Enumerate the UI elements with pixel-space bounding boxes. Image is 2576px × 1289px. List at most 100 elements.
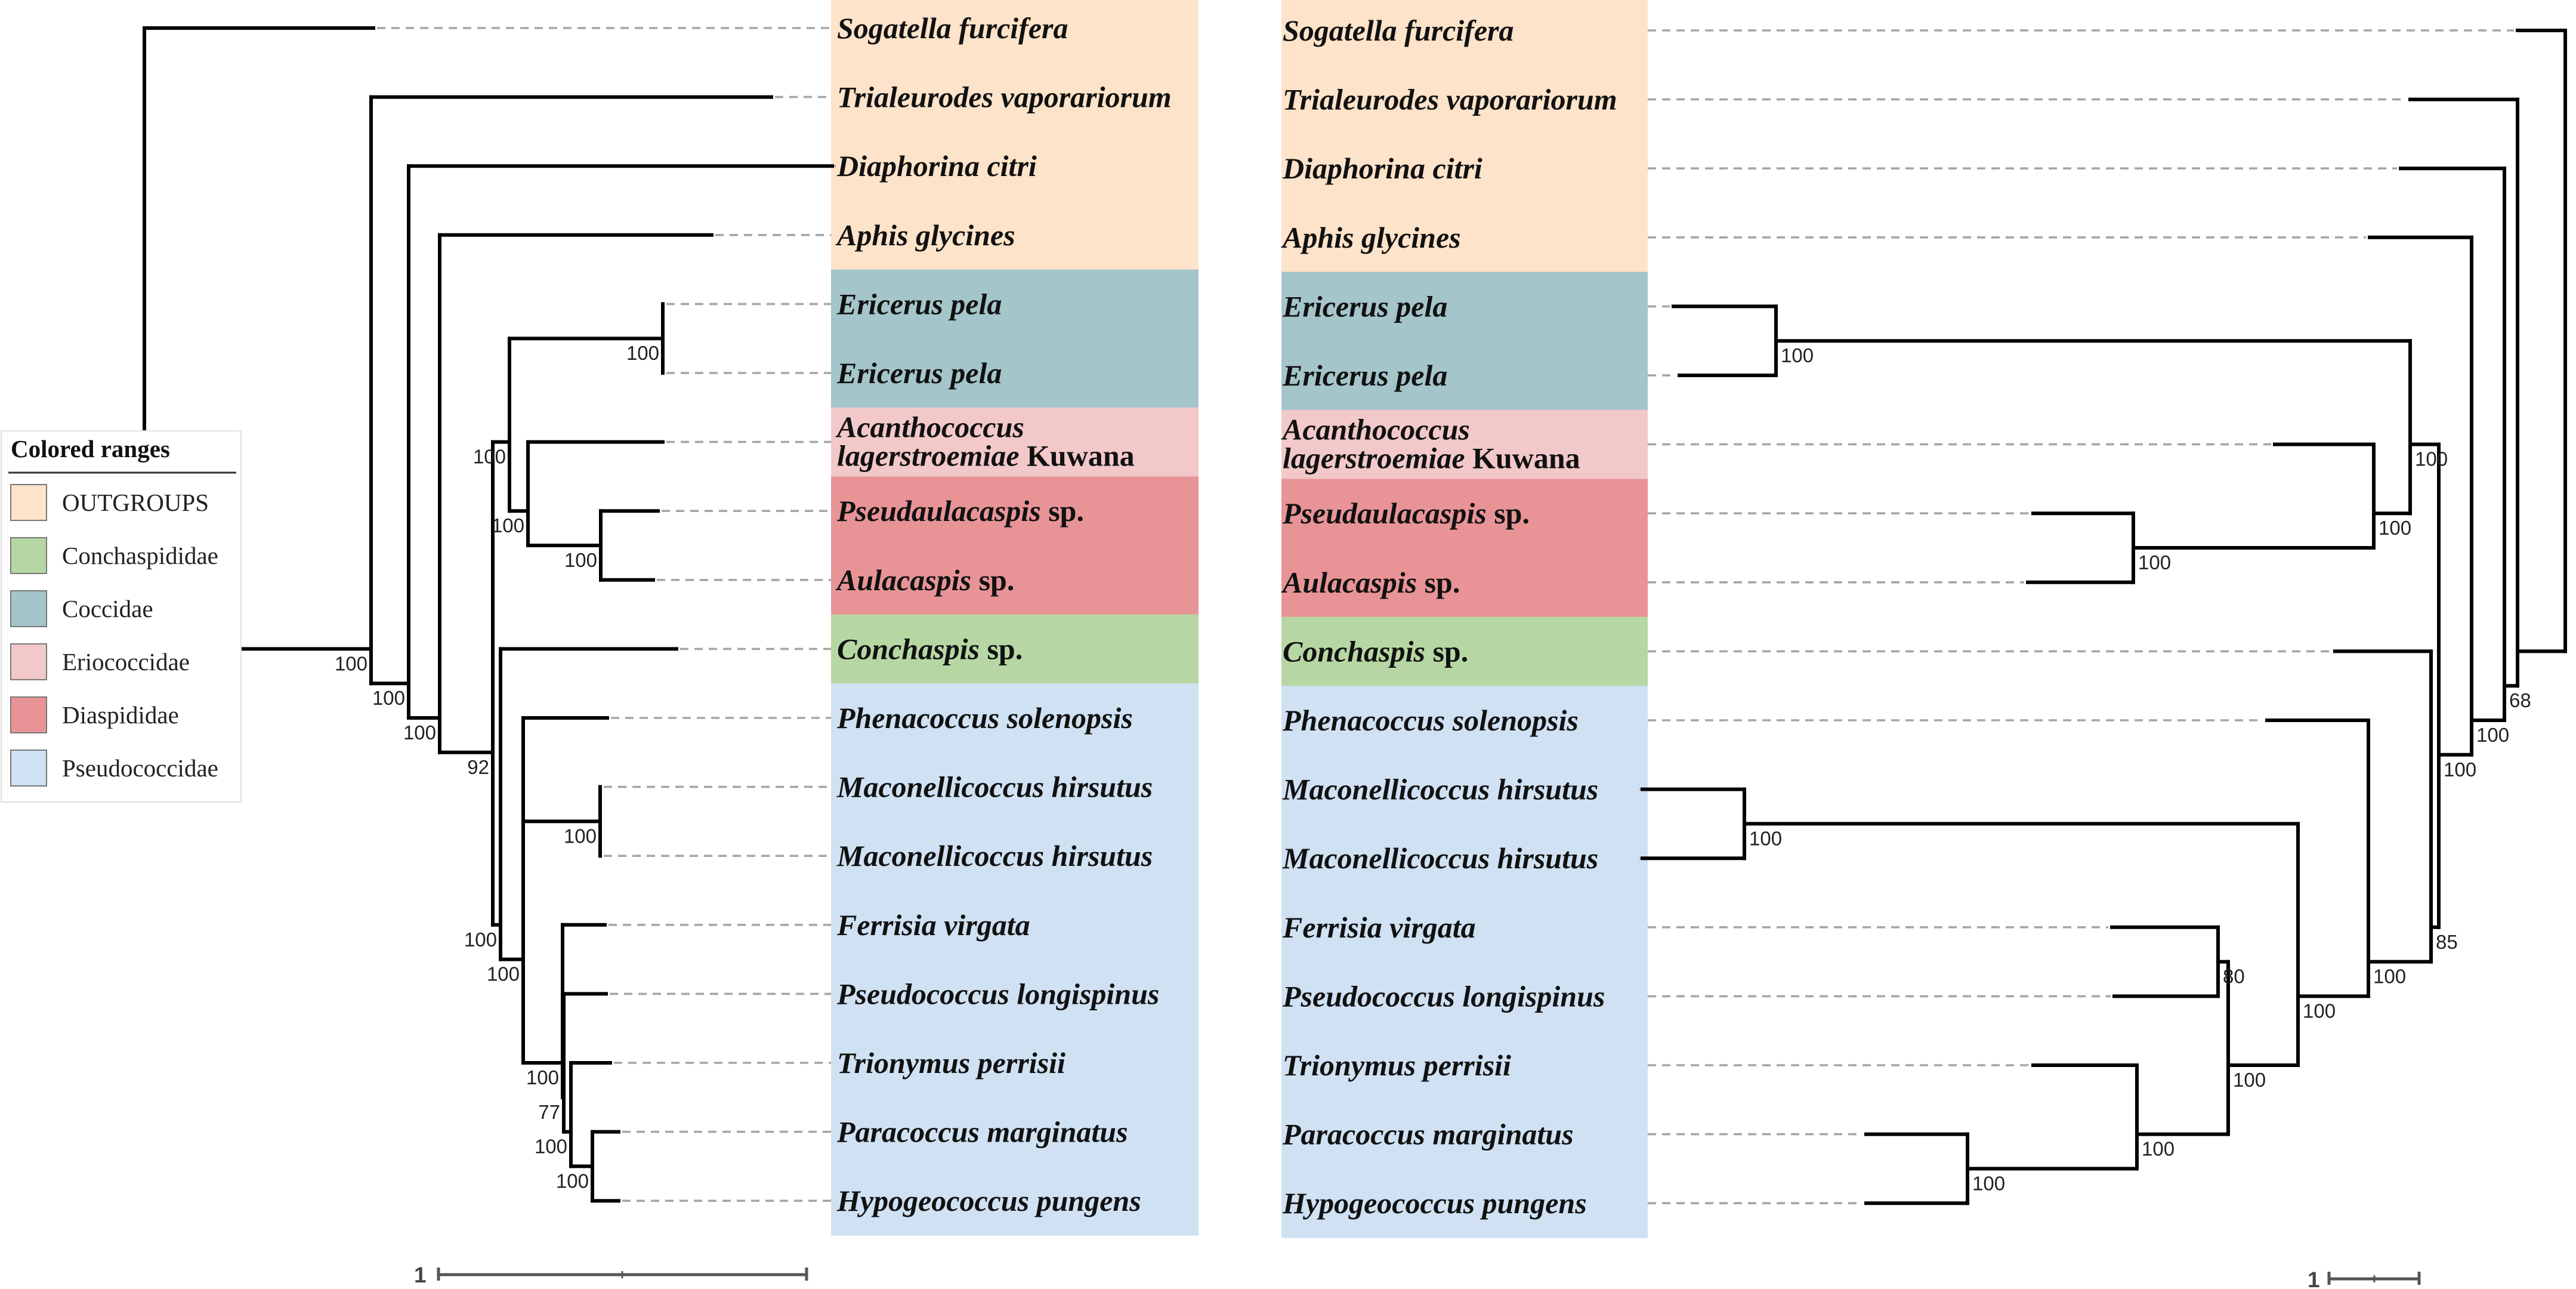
right-band-eriococcidae [1281,409,1648,479]
left-taxon-label-6: Acanthococcus [835,411,1024,444]
left-taxon-label-15: Trionymus perrisii [837,1046,1065,1080]
right-support-m3: 68 [2509,689,2531,711]
right-support-m15: 80 [2223,966,2245,988]
right-support-m5: 100 [2444,758,2476,781]
right-taxon-label-12: Maconellicoccus hirsutus [1282,841,1598,875]
right-taxon-label-11: Maconellicoccus hirsutus [1282,773,1598,806]
right-support-m17: 100 [1972,1172,2005,1194]
left-band-eriococcidae [831,407,1199,477]
legend-label-conchaspididae: Conchaspididae [62,542,218,569]
right-taxon-label-10: Phenacoccus solenopsis [1282,704,1579,737]
right-support-m6: 100 [2415,448,2448,470]
colored-ranges-legend: Colored ranges OUTGROUPS ConchaspididaeCo… [1,430,242,803]
right-support-m16: 100 [2142,1138,2175,1160]
right-band-pseudococcidae [1281,686,1648,1238]
right-taxon-label-9: Conchaspis sp. [1283,634,1468,668]
right-band-coccidae [1281,272,1648,411]
left-taxon-label-4: Ericerus pela [836,287,1002,320]
right-support-m13: 100 [1749,827,1782,849]
left-taxon-label-6-line2: lagerstroemiae Kuwana [837,439,1135,473]
right-taxon-label-6-line2: lagerstroemiae Kuwana [1283,442,1580,475]
left-support-n7: 100 [626,342,659,364]
left-taxon-label-0: Sogatella furcifera [837,11,1068,45]
left-taxon-label-16: Paracoccus marginatus [836,1115,1128,1149]
left-taxon-label-14: Pseudococcus longispinus [836,977,1159,1010]
left-taxon-label-11: Maconellicoccus hirsutus [836,770,1153,804]
legend-swatch-conchaspididae [10,537,47,574]
right-band-conchaspididae [1281,616,1648,686]
scale-bars: 1 1 [414,1263,2421,1289]
right-band-outgroups [1281,0,1648,273]
left-band-coccidae [831,269,1199,408]
left-taxon-label-1: Trialeurodes vaporariorum [837,81,1172,114]
legend-label-outgroups: OUTGROUPS [62,489,209,516]
right-support-m9: 100 [2138,551,2171,573]
right-taxon-label-15: Trionymus perrisii [1283,1049,1511,1082]
right-taxon-label-5: Ericerus pela [1282,359,1447,392]
right-taxon-label-7: Pseudaulacaspis sp. [1282,497,1530,530]
right-taxon-label-16: Paracoccus marginatus [1282,1118,1574,1151]
left-support-n6: 100 [473,446,506,468]
left-taxon-label-3: Aphis glycines [835,218,1015,252]
left-support-n4: 100 [403,721,436,744]
colored-range-bands [831,0,1648,1238]
right-scale-label: 1 [2308,1268,2320,1289]
right-taxon-label-2: Diaphorina citri [1282,152,1482,185]
left-support-n15: 100 [535,1136,567,1158]
left-band-diaspididae [831,476,1199,615]
right-support-m8: 100 [2379,517,2411,539]
left-taxon-label-8: Aulacaspis sp. [835,563,1014,597]
left-taxon-label-5: Ericerus pela [836,356,1002,390]
legend-label-pseudococcidae: Pseudococcidae [62,754,218,782]
left-support-n5: 92 [467,756,489,778]
legend-swatch-diaspididae [10,696,47,733]
legend-swatch-eriococcidae [10,643,47,680]
left-support-n9: 100 [564,549,597,571]
left-support-n12: 100 [564,825,597,847]
right-band-diaspididae [1281,479,1648,618]
tree-branches [9,26,2567,1205]
legend-swatch-pseudococcidae [10,750,47,787]
right-support-m14: 100 [2233,1069,2266,1091]
left-taxon-label-12: Maconellicoccus hirsutus [836,839,1153,872]
left-taxon-label-13: Ferrisia virgata [836,908,1030,942]
left-support-n13: 100 [526,1066,559,1088]
left-taxon-label-17: Hypogeococcus pungens [836,1184,1141,1217]
right-taxon-label-14: Pseudococcus longispinus [1282,979,1605,1013]
right-taxon-label-3: Aphis glycines [1281,221,1461,254]
left-band-pseudococcidae [831,683,1199,1236]
legend-label-diaspididae: Diaspididae [62,701,179,729]
left-band-conchaspididae [831,614,1199,684]
left-taxon-label-10: Phenacoccus solenopsis [836,701,1133,735]
right-taxon-label-17: Hypogeococcus pungens [1282,1186,1587,1220]
right-support-m7: 100 [1781,344,1814,366]
legend-items: OUTGROUPSConchaspididaeCoccidaeEriococci… [10,484,218,787]
left-taxon-label-9: Conchaspis sp. [837,632,1023,665]
legend-title: Colored ranges [11,435,170,462]
right-taxon-label-0: Sogatella furcifera [1283,14,1514,47]
left-support-n3: 100 [372,687,405,709]
left-support-n11: 100 [487,963,520,985]
legend-swatch-outgroups [10,484,47,521]
legend-label-coccidae: Coccidae [62,595,153,622]
right-taxon-label-4: Ericerus pela [1282,289,1447,323]
right-taxon-label-1: Trialeurodes vaporariorum [1283,83,1617,116]
left-band-outgroups [831,0,1199,270]
left-scale-label: 1 [414,1263,427,1287]
right-support-m11: 100 [2373,966,2406,988]
left-support-n16: 100 [556,1170,589,1192]
right-taxon-label-13: Ferrisia virgata [1282,911,1476,944]
right-taxon-label-8: Aulacaspis sp. [1281,566,1460,599]
left-support-n8: 100 [492,514,524,536]
tip-guide-lines [377,27,2514,1204]
bootstrap-support-values: 100 100 100 92 100 100 100 100 100 100 100 100 77 100… [335,342,2531,1194]
left-support-n14: 77 [538,1101,560,1123]
right-support-m12: 100 [2303,1000,2336,1022]
legend-swatch-coccidae [10,590,47,627]
left-support-n10: 100 [464,929,497,951]
left-taxon-label-7: Pseudaulacaspis sp. [836,494,1084,528]
right-taxon-label-6: Acanthococcus [1281,413,1470,446]
left-taxon-label-2: Diaphorina citri [836,149,1037,183]
